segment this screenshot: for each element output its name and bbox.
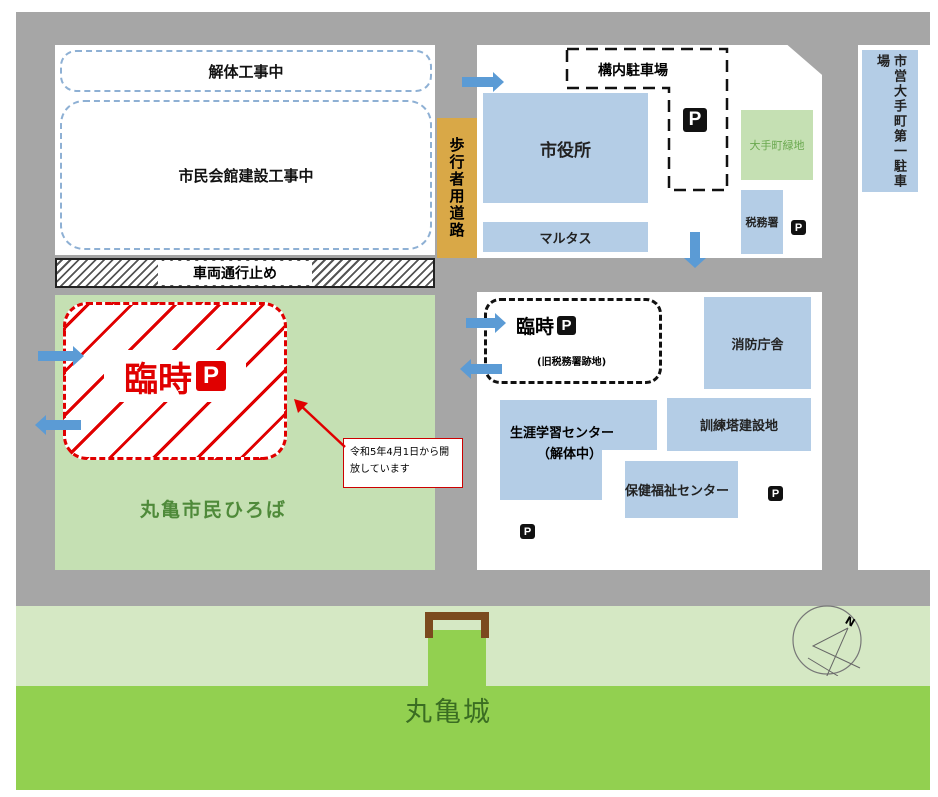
construction-block (55, 45, 435, 255)
lifelong-center-label: 生涯学習センター (510, 426, 615, 441)
pedestrian-road: 歩行者用道路 (437, 118, 477, 258)
civic-hall-construction: 市民会館建設工事中 (60, 100, 432, 250)
premises-parking[interactable] (560, 42, 736, 198)
municipal-parking-label: 市営大手町第一駐車場 (874, 54, 906, 189)
lifelong-center-top (500, 400, 657, 450)
marutas: マルタス (483, 222, 648, 252)
castle-path (428, 630, 486, 686)
parking-icon: P (557, 316, 577, 335)
civic-hall-label: 市民会館建設工事中 (178, 166, 314, 185)
parking-icon: P (196, 361, 226, 391)
temp-label: 臨時 (124, 359, 192, 400)
tax-office: 税務署 (741, 190, 783, 254)
premises-parking-label: 構内駐車場 (598, 63, 668, 79)
fire-department: 消防庁舎 (704, 297, 811, 389)
municipal-parking[interactable]: 市営大手町第一駐車場 (862, 50, 918, 192)
temp-parking-2-sub: (旧税務署跡地) (537, 357, 607, 368)
pedestrian-road-label: 歩行者用道路 (447, 137, 466, 239)
no-vehicles-label: 車両通行止め (158, 261, 312, 285)
down-arrow-icon (684, 232, 706, 268)
parking-icon: P (791, 220, 806, 235)
north-label: N (843, 614, 857, 630)
plaza-label: 丸亀市民ひろば (140, 499, 288, 521)
city-hall-label: 市役所 (540, 140, 591, 161)
demolition-label: 解体工事中 (208, 62, 284, 81)
opening-notice: 令和5年4月1日から開放しています (343, 438, 463, 488)
exit-arrow-icon (35, 415, 81, 435)
notice-arrow-icon (294, 399, 346, 448)
health-center-label: 保健福祉センター (625, 484, 730, 499)
temp-parking-main-label: 臨時 P (104, 350, 246, 402)
north-compass-icon: N (792, 605, 862, 676)
training-tower-site: 訓練塔建設地 (667, 398, 811, 451)
entry-arrow-icon (38, 346, 84, 366)
otemachi-green: 大手町緑地 (741, 110, 813, 180)
lifelong-center-bottom (500, 448, 602, 500)
entry-arrow-icon (462, 72, 504, 92)
parking-icon: P (683, 108, 707, 132)
city-hall: 市役所 (483, 93, 648, 203)
castle-gate-icon (425, 612, 489, 638)
castle-label: 丸亀城 (405, 697, 492, 728)
parking-icon: P (768, 486, 783, 501)
temp-label: 臨時 (516, 316, 555, 338)
health-welfare-center: 保健福祉センター (625, 461, 738, 518)
lifelong-status: （解体中） (537, 447, 603, 462)
demolition-area: 解体工事中 (60, 50, 432, 92)
entry-arrow-icon (466, 313, 506, 333)
temporary-parking-2[interactable] (484, 298, 662, 384)
parking-icon: P (520, 524, 535, 539)
exit-arrow-icon (460, 359, 502, 379)
marugame-castle-grounds (16, 686, 930, 790)
